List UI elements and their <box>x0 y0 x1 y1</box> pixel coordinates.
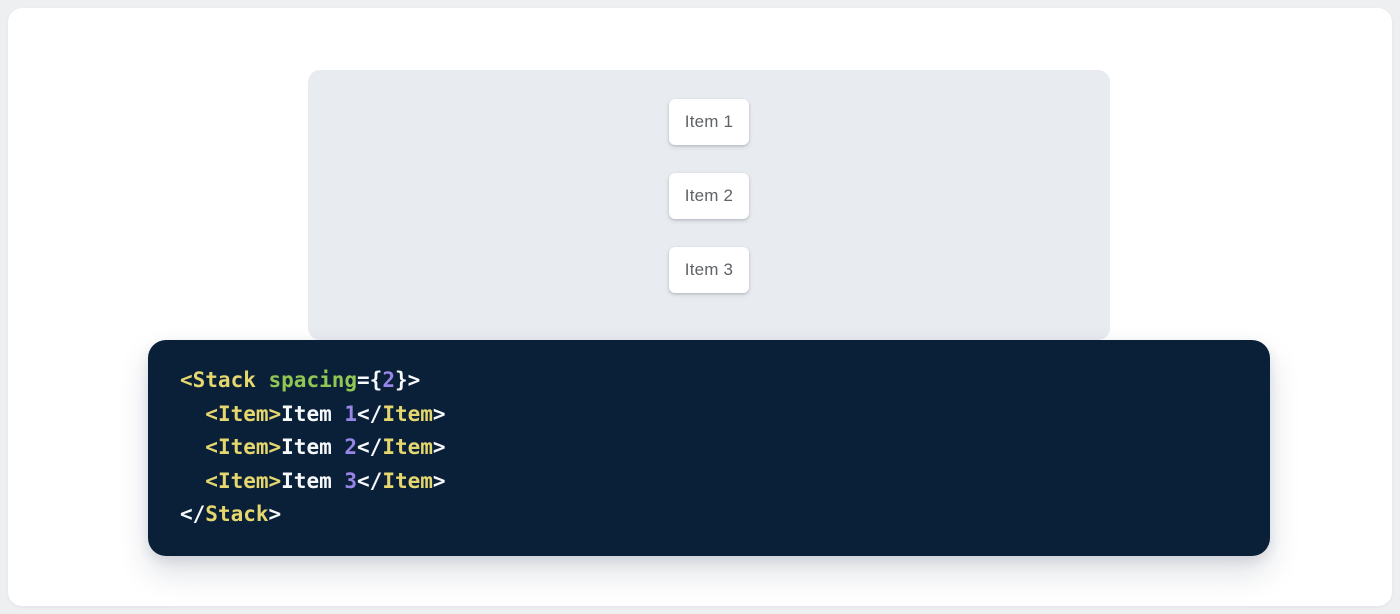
code-token-num: 1 <box>344 401 358 426</box>
code-token-num: 2 <box>344 435 358 460</box>
code-token-plain: Item <box>281 468 345 493</box>
code-line: <Item>Item 2</Item> <box>180 431 1238 465</box>
code-line: <Item>Item 1</Item> <box>180 398 1238 432</box>
code-token-tag: Stack <box>205 502 269 527</box>
code-token-attr: spacing <box>268 368 358 392</box>
code-token-plain <box>180 469 205 493</box>
stack-container: Item 1 Item 2 Item 3 <box>308 70 1110 293</box>
code-token-plain: </ <box>357 401 383 426</box>
code-token-plain: > <box>432 435 446 460</box>
code-token-tag: Item <box>382 435 433 460</box>
code-lines: <Stack spacing={2}> <Item>Item 1</Item> … <box>180 364 1238 532</box>
code-token-plain <box>180 402 205 426</box>
stack-item: Item 2 <box>669 173 749 219</box>
code-token-plain <box>180 435 205 459</box>
code-token-plain: ={ <box>357 368 383 392</box>
code-token-tag: <Item> <box>205 401 282 426</box>
code-token-plain <box>256 368 269 392</box>
code-block: <Stack spacing={2}> <Item>Item 1</Item> … <box>148 340 1270 556</box>
code-token-tag: <Stack <box>180 368 256 392</box>
code-line: <Stack spacing={2}> <box>180 364 1238 398</box>
code-token-tag: Item <box>382 468 433 493</box>
page-card: Item 1 Item 2 Item 3 <Stack spacing={2}>… <box>8 8 1392 606</box>
stack-item: Item 1 <box>669 99 749 145</box>
code-token-plain: Item <box>281 435 345 460</box>
code-token-plain: Item <box>281 401 345 426</box>
code-token-plain: > <box>432 468 446 493</box>
code-token-plain: </ <box>357 435 383 460</box>
stack-demo-panel: Item 1 Item 2 Item 3 <box>308 70 1110 340</box>
code-token-plain: </ <box>357 468 383 493</box>
code-token-num: 3 <box>344 468 358 493</box>
code-line: <Item>Item 3</Item> <box>180 465 1238 499</box>
code-token-num: 2 <box>382 368 395 392</box>
code-token-plain: }> <box>394 368 421 392</box>
code-line: </Stack> <box>180 498 1238 532</box>
code-token-tag: <Item> <box>205 435 282 460</box>
code-token-plain: > <box>268 502 282 527</box>
code-token-tag: Item <box>382 401 433 426</box>
stack-item: Item 3 <box>669 247 749 293</box>
code-token-plain: </ <box>180 502 206 527</box>
code-token-tag: <Item> <box>205 468 282 493</box>
code-token-plain: > <box>432 401 446 426</box>
